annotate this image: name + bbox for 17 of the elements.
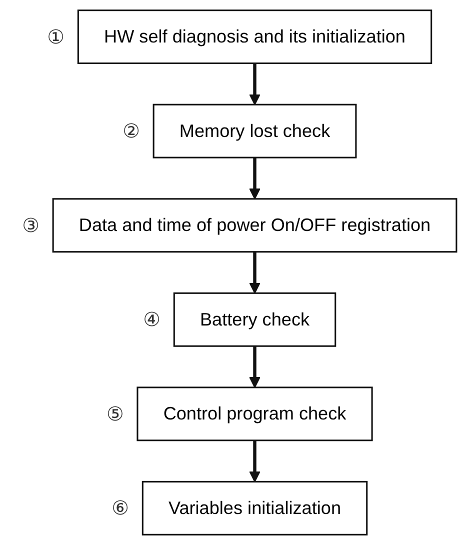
arrow <box>249 158 261 200</box>
step-number: ② <box>122 120 140 143</box>
arrow <box>249 63 261 106</box>
arrow <box>249 252 261 294</box>
node-box: Variables initialization <box>142 480 368 536</box>
step-number: ④ <box>143 308 161 332</box>
node-box: Memory lost check <box>152 104 357 158</box>
node-box: Control program check <box>136 386 373 442</box>
arrow <box>249 440 261 482</box>
step-number: ③ <box>22 214 40 237</box>
step-number: ⑥ <box>112 496 130 520</box>
arrow <box>249 346 261 388</box>
step-number: ⑤ <box>106 402 124 426</box>
node-box: HW self diagnosis and its initialization <box>78 10 432 64</box>
node-box: Battery check <box>174 292 336 347</box>
step-number: ① <box>47 25 65 48</box>
node-box: Data and time of power On/OFF registration <box>52 198 458 253</box>
